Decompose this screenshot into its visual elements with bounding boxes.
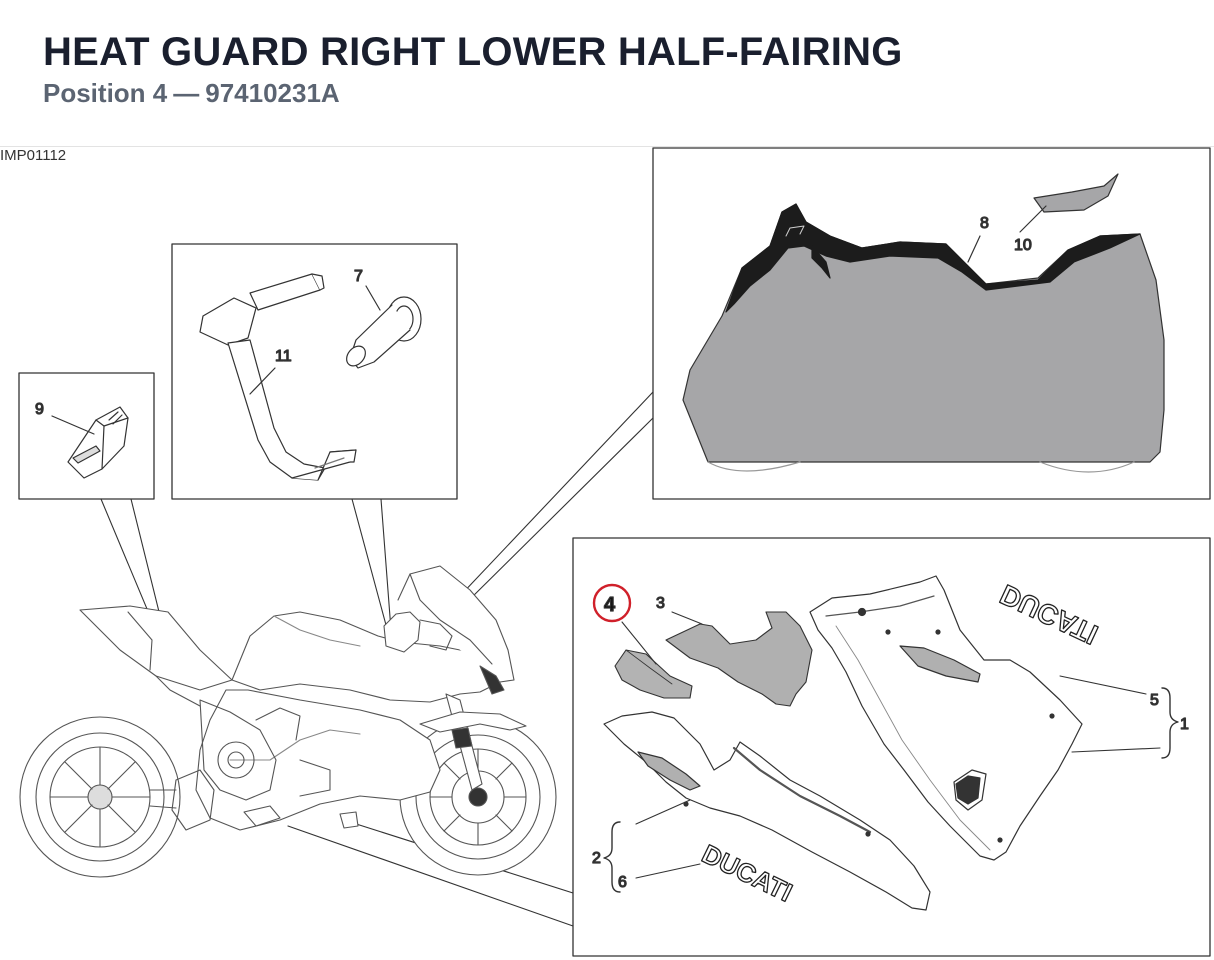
- callout-10: 10: [1014, 237, 1032, 254]
- page-title: HEAT GUARD RIGHT LOWER HALF-FAIRING: [43, 30, 903, 74]
- part-1-upper-fairing: [809, 575, 1083, 861]
- part-11-lever-protector: [199, 273, 357, 481]
- callout-1: 1: [1180, 716, 1189, 733]
- subtitle-separator: —: [173, 78, 200, 108]
- brace-group-2: [603, 821, 621, 893]
- leader-1: [1071, 747, 1161, 753]
- callout-4: 4: [604, 594, 616, 616]
- position-label: Position 4: [43, 78, 168, 108]
- page-subtitle: Position 4—97410231A: [43, 78, 340, 109]
- brace-group-1: [1161, 687, 1179, 759]
- callout-2: 2: [592, 850, 601, 867]
- leader-2: [635, 799, 691, 825]
- image-code: IMP01112: [0, 147, 67, 164]
- part-7-bar-end: [346, 285, 422, 369]
- part-9-connector: [51, 406, 129, 479]
- part-4-heat-guard: [614, 621, 693, 699]
- callout-3: 3: [656, 595, 665, 612]
- callout-11: 11: [275, 348, 292, 365]
- part-2-lower-fairing: [603, 711, 931, 911]
- part-number: 97410231A: [205, 78, 340, 108]
- callout-5: 5: [1150, 692, 1159, 709]
- part-3-heat-shield: [665, 611, 813, 707]
- leader-5: [1059, 675, 1147, 695]
- part-8-bike-cover: [682, 203, 1165, 473]
- callout-8: 8: [980, 215, 989, 232]
- header-divider: [0, 146, 1214, 147]
- callout-7: 7: [354, 268, 363, 285]
- callout-9: 9: [35, 401, 44, 418]
- part-10-cover-bag: [1019, 173, 1119, 233]
- leader-6: [635, 863, 701, 879]
- callout-4-highlight-ring: [592, 583, 632, 623]
- motorcycle-drawing: [19, 565, 557, 878]
- callout-6: 6: [618, 874, 627, 891]
